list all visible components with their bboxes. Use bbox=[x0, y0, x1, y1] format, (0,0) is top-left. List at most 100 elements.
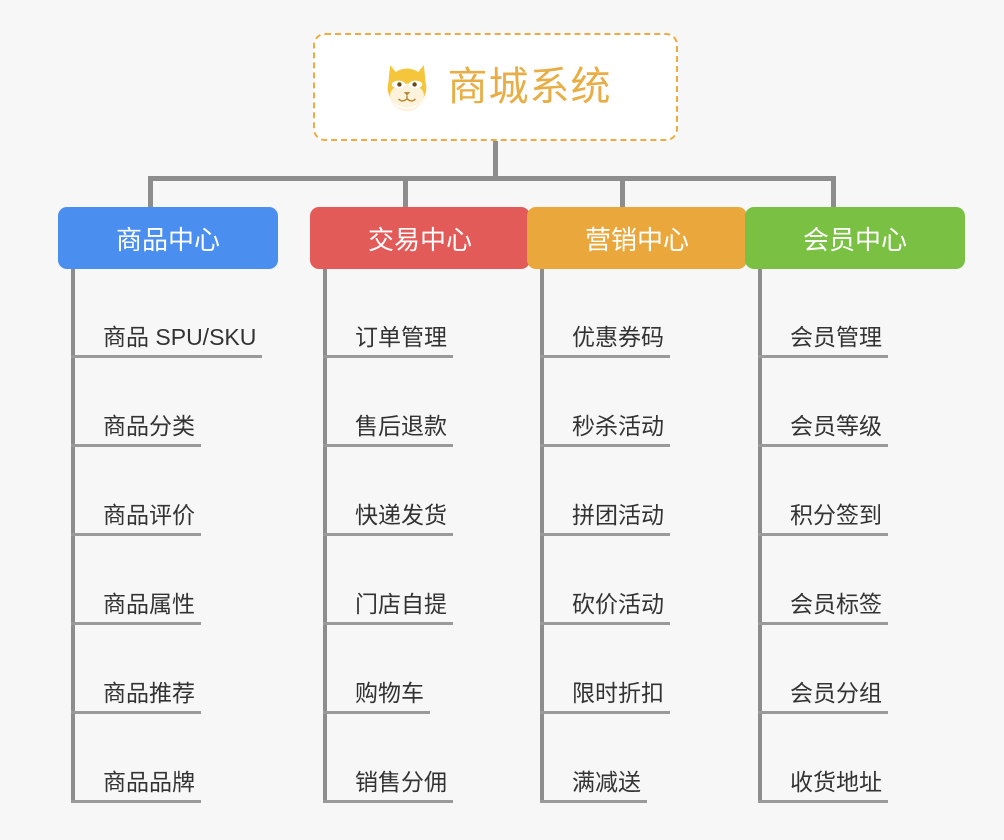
leaf-label: 限时折扣 bbox=[572, 680, 664, 706]
branch-header-label-2: 交易中心 bbox=[367, 224, 472, 255]
leaf-label: 销售分佣 bbox=[355, 769, 447, 795]
leaf-label: 优惠券码 bbox=[572, 324, 664, 350]
leaf-label: 会员分组 bbox=[790, 680, 882, 706]
connector-drop-4 bbox=[831, 176, 836, 207]
connector-drop-3 bbox=[620, 176, 625, 207]
leaf-underline bbox=[71, 711, 201, 714]
leaf-item[interactable]: 砍价活动 bbox=[527, 536, 747, 625]
leaf-label: 快递发货 bbox=[355, 502, 447, 528]
branch-header-3[interactable]: 营销中心 bbox=[527, 207, 747, 269]
branch-column-3: 营销中心 优惠券码 秒杀活动 拼团活动 砍价活动 限时折扣 满减送 bbox=[527, 207, 747, 803]
leaf-underline bbox=[540, 355, 670, 358]
leaf-item[interactable]: 商品推荐 bbox=[58, 625, 278, 714]
connector-horizontal-bus bbox=[148, 176, 836, 181]
leaf-item[interactable]: 会员等级 bbox=[745, 358, 965, 447]
leaf-underline bbox=[540, 444, 670, 447]
leaf-underline bbox=[71, 444, 201, 447]
leaf-item[interactable]: 秒杀活动 bbox=[527, 358, 747, 447]
leaf-underline bbox=[758, 800, 888, 803]
leaf-item[interactable]: 订单管理 bbox=[310, 269, 530, 358]
connector-drop-1 bbox=[148, 176, 153, 207]
branch-header-label-4: 会员中心 bbox=[802, 224, 907, 255]
leaf-label: 收货地址 bbox=[790, 769, 882, 795]
leaf-list-4: 会员管理 会员等级 积分签到 会员标签 会员分组 收货地址 bbox=[745, 269, 965, 803]
leaf-underline bbox=[540, 622, 670, 625]
leaf-label: 满减送 bbox=[572, 769, 641, 795]
leaf-underline bbox=[758, 444, 888, 447]
shiba-dog-face-icon bbox=[387, 65, 426, 112]
leaf-item[interactable]: 限时折扣 bbox=[527, 625, 747, 714]
leaf-underline bbox=[71, 800, 201, 803]
leaf-underline bbox=[323, 711, 430, 714]
leaf-label: 会员管理 bbox=[790, 324, 882, 350]
leaf-item[interactable]: 快递发货 bbox=[310, 447, 530, 536]
leaf-item[interactable]: 优惠券码 bbox=[527, 269, 747, 358]
leaf-underline bbox=[540, 711, 670, 714]
leaf-underline bbox=[758, 355, 888, 358]
leaf-label: 商品品牌 bbox=[103, 769, 195, 795]
leaf-underline bbox=[71, 533, 201, 536]
leaf-underline bbox=[323, 800, 453, 803]
leaf-label: 门店自提 bbox=[355, 591, 447, 617]
leaf-item[interactable]: 商品分类 bbox=[58, 358, 278, 447]
leaf-underline bbox=[540, 800, 647, 803]
leaf-item[interactable]: 购物车 bbox=[310, 625, 530, 714]
branch-header-2[interactable]: 交易中心 bbox=[310, 207, 530, 269]
connector-drop-2 bbox=[403, 176, 408, 207]
leaf-label: 商品评价 bbox=[103, 502, 195, 528]
root-node-mall-system[interactable]: 商城系统 bbox=[313, 33, 678, 141]
leaf-item[interactable]: 会员标签 bbox=[745, 536, 965, 625]
leaf-item[interactable]: 拼团活动 bbox=[527, 447, 747, 536]
leaf-underline bbox=[323, 444, 453, 447]
leaf-underline bbox=[540, 533, 670, 536]
leaf-item[interactable]: 商品属性 bbox=[58, 536, 278, 625]
leaf-label: 售后退款 bbox=[355, 413, 447, 439]
leaf-label: 商品属性 bbox=[103, 591, 195, 617]
leaf-item[interactable]: 商品 SPU/SKU bbox=[58, 269, 278, 358]
leaf-list-3: 优惠券码 秒杀活动 拼团活动 砍价活动 限时折扣 满减送 bbox=[527, 269, 747, 803]
leaf-label: 订单管理 bbox=[355, 324, 447, 350]
leaf-list-2: 订单管理 售后退款 快递发货 门店自提 购物车 销售分佣 bbox=[310, 269, 530, 803]
leaf-label: 拼团活动 bbox=[572, 502, 664, 528]
leaf-item[interactable]: 满减送 bbox=[527, 714, 747, 803]
leaf-underline bbox=[758, 711, 888, 714]
leaf-item[interactable]: 会员管理 bbox=[745, 269, 965, 358]
leaf-label: 商品 SPU/SKU bbox=[103, 324, 257, 350]
leaf-label: 会员标签 bbox=[790, 591, 882, 617]
leaf-underline bbox=[323, 533, 453, 536]
branch-column-4: 会员中心 会员管理 会员等级 积分签到 会员标签 会员分组 收货地址 bbox=[745, 207, 965, 803]
leaf-underline bbox=[71, 622, 201, 625]
leaf-label: 秒杀活动 bbox=[572, 413, 664, 439]
branch-header-1[interactable]: 商品中心 bbox=[58, 207, 278, 269]
leaf-underline bbox=[323, 622, 453, 625]
root-title: 商城系统 bbox=[447, 65, 612, 109]
leaf-item[interactable]: 销售分佣 bbox=[310, 714, 530, 803]
branch-trunk-1 bbox=[71, 269, 75, 803]
leaf-item[interactable]: 会员分组 bbox=[745, 625, 965, 714]
leaf-label: 商品分类 bbox=[103, 413, 195, 439]
branch-trunk-2 bbox=[323, 269, 327, 803]
leaf-list-1: 商品 SPU/SKU 商品分类 商品评价 商品属性 商品推荐 商品品牌 bbox=[58, 269, 278, 803]
leaf-item[interactable]: 收货地址 bbox=[745, 714, 965, 803]
branch-column-2: 交易中心 订单管理 售后退款 快递发货 门店自提 购物车 销售分佣 bbox=[310, 207, 530, 803]
leaf-underline bbox=[758, 533, 888, 536]
leaf-label: 砍价活动 bbox=[572, 591, 664, 617]
branch-header-label-1: 商品中心 bbox=[115, 224, 220, 255]
branch-column-1: 商品中心 商品 SPU/SKU 商品分类 商品评价 商品属性 商品推荐 商品品牌 bbox=[58, 207, 278, 803]
branch-trunk-3 bbox=[540, 269, 544, 803]
leaf-underline bbox=[323, 355, 453, 358]
leaf-underline bbox=[71, 355, 262, 358]
leaf-item[interactable]: 门店自提 bbox=[310, 536, 530, 625]
leaf-item[interactable]: 积分签到 bbox=[745, 447, 965, 536]
leaf-label: 购物车 bbox=[355, 680, 424, 706]
leaf-label: 会员等级 bbox=[790, 413, 882, 439]
branch-trunk-4 bbox=[758, 269, 762, 803]
branch-header-label-3: 营销中心 bbox=[584, 224, 689, 255]
branch-header-4[interactable]: 会员中心 bbox=[745, 207, 965, 269]
leaf-item[interactable]: 商品品牌 bbox=[58, 714, 278, 803]
leaf-item[interactable]: 商品评价 bbox=[58, 447, 278, 536]
leaf-label: 商品推荐 bbox=[103, 680, 195, 706]
leaf-item[interactable]: 售后退款 bbox=[310, 358, 530, 447]
leaf-underline bbox=[758, 622, 888, 625]
